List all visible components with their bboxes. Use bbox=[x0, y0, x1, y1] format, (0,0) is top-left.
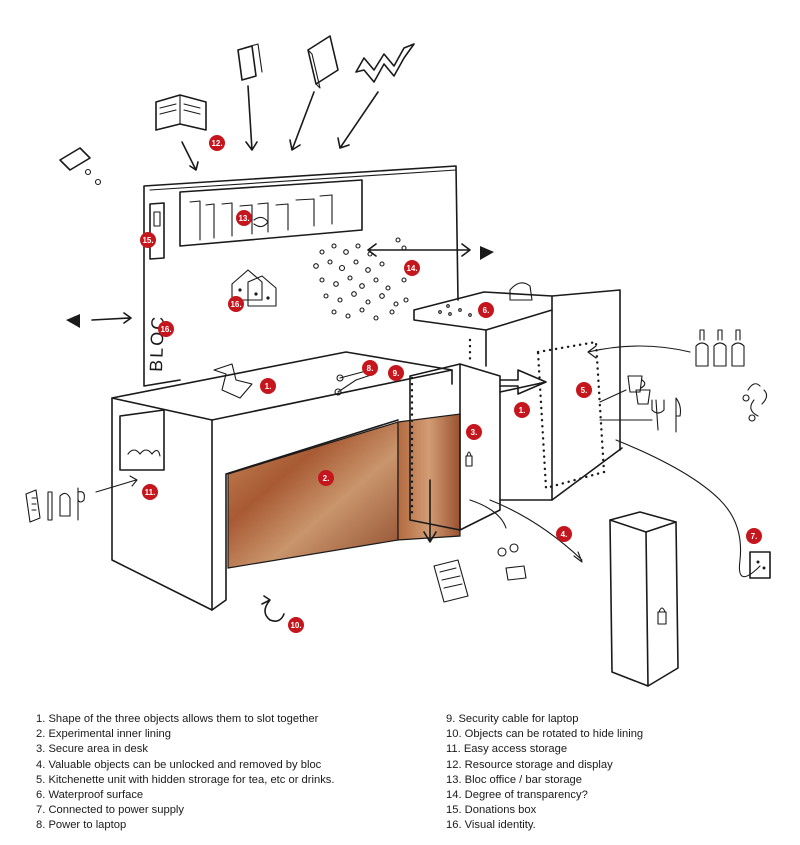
folded-map-icon bbox=[355, 43, 415, 83]
banknote-icon bbox=[59, 147, 102, 186]
svg-text:5.: 5. bbox=[581, 386, 588, 395]
svg-text:16.: 16. bbox=[230, 300, 241, 309]
documents-icon bbox=[433, 559, 469, 603]
svg-text:12.: 12. bbox=[211, 139, 222, 148]
marker-15: 15. bbox=[140, 232, 156, 248]
perforation-cluster bbox=[313, 237, 409, 321]
book-icon bbox=[155, 94, 207, 131]
svg-text:4.: 4. bbox=[561, 530, 568, 539]
marker-9: 9. bbox=[388, 365, 404, 381]
svg-text:9.: 9. bbox=[393, 369, 400, 378]
back-panel: BLOC bbox=[143, 165, 459, 387]
marker-12: 12. bbox=[209, 135, 225, 151]
arrow-mugs bbox=[599, 389, 627, 403]
furniture-sketch: BLOC bbox=[25, 35, 771, 687]
eye-icon-left bbox=[66, 314, 80, 328]
arrow-transparency bbox=[367, 243, 471, 257]
arrow-closed-book bbox=[289, 91, 315, 151]
legend-item-12: 12. Resource storage and display bbox=[446, 758, 613, 771]
arrow-leaflet bbox=[245, 85, 258, 151]
legend-item-16: 16. Visual identity. bbox=[446, 819, 536, 832]
legend-item-14: 14. Degree of transparency? bbox=[446, 789, 588, 802]
cutlery-icon bbox=[651, 397, 682, 433]
secure-locker bbox=[409, 363, 547, 543]
legend-left-column: 1. Shape of the three objects allows the… bbox=[36, 712, 335, 834]
svg-text:15.: 15. bbox=[142, 236, 153, 245]
legend-item-7: 7. Connected to power supply bbox=[36, 804, 185, 817]
main-desk bbox=[111, 351, 461, 611]
svg-text:10.: 10. bbox=[290, 621, 301, 630]
legend-item-4: 4. Valuable objects can be unlocked and … bbox=[36, 758, 322, 771]
legend-item-13: 13. Bloc office / bar storage bbox=[446, 773, 582, 786]
marker-11: 11. bbox=[142, 484, 158, 500]
stationery-icon bbox=[25, 487, 85, 523]
legend-item-5: 5. Kitchenette unit with hidden strorage… bbox=[36, 773, 335, 786]
closed-book-icon bbox=[307, 35, 339, 89]
marker-5: 5. bbox=[576, 382, 592, 398]
marker-16b: 16. bbox=[228, 296, 244, 312]
mugs-icon bbox=[627, 375, 651, 405]
marker-8: 8. bbox=[362, 360, 378, 376]
svg-text:3.: 3. bbox=[471, 428, 478, 437]
marker-7: 7. bbox=[746, 528, 762, 544]
cables-icon bbox=[742, 383, 768, 422]
svg-text:16.: 16. bbox=[160, 325, 171, 334]
legend-item-2: 2. Experimental inner lining bbox=[36, 728, 171, 741]
money-icon bbox=[497, 543, 527, 581]
arrow-map bbox=[337, 91, 379, 149]
legend-item-3: 3. Secure area in desk bbox=[36, 743, 148, 756]
svg-text:13.: 13. bbox=[238, 214, 249, 223]
arrow-storage bbox=[95, 475, 138, 493]
svg-text:2.: 2. bbox=[323, 474, 330, 483]
leaflet-icon bbox=[237, 43, 263, 81]
arrow-bottles bbox=[587, 345, 691, 359]
legend-item-8: 8. Power to laptop bbox=[36, 819, 127, 832]
marker-14: 14. bbox=[404, 260, 420, 276]
marker-13: 13. bbox=[236, 210, 252, 226]
power-socket-icon bbox=[749, 551, 771, 579]
legend-item-9: 9. Security cable for laptop bbox=[446, 713, 579, 725]
arrow-book bbox=[181, 141, 199, 171]
svg-text:6.: 6. bbox=[483, 306, 490, 315]
svg-text:7.: 7. bbox=[751, 532, 758, 541]
marker-10: 10. bbox=[288, 617, 304, 633]
marker-16a: 16. bbox=[158, 321, 174, 337]
marker-2: 2. bbox=[318, 470, 334, 486]
arrow-transparency-left bbox=[91, 312, 132, 324]
rotate-arrow bbox=[261, 595, 285, 622]
legend-item-1: 1. Shape of the three objects allows the… bbox=[36, 713, 319, 725]
arrow-valuables bbox=[489, 499, 583, 563]
kitchenette-unit bbox=[413, 282, 623, 501]
power-cable bbox=[615, 439, 761, 578]
legend-item-15: 15. Donations box bbox=[446, 804, 537, 817]
svg-text:14.: 14. bbox=[406, 264, 417, 273]
removable-box bbox=[609, 511, 679, 687]
legend-item-10: 10. Objects can be rotated to hide linin… bbox=[446, 728, 644, 741]
bottles-icon bbox=[695, 329, 745, 367]
legend-item-11: 11. Easy access storage bbox=[446, 743, 568, 756]
inner-lining bbox=[227, 421, 399, 569]
legend-right-column: 9. Security cable for laptop 10. Objects… bbox=[446, 712, 643, 834]
svg-text:1.: 1. bbox=[265, 382, 272, 391]
eye-icon-right bbox=[480, 246, 494, 260]
marker-3: 3. bbox=[466, 424, 482, 440]
marker-6: 6. bbox=[478, 302, 494, 318]
svg-text:1.: 1. bbox=[519, 406, 526, 415]
svg-text:8.: 8. bbox=[367, 364, 374, 373]
legend-item-6: 6. Waterproof surface bbox=[36, 789, 144, 802]
marker-4: 4. bbox=[556, 526, 572, 542]
marker-group: 1. 1. 2. 3. 4. 5. 6. 7. 8. 9. 10. 11. 12… bbox=[140, 135, 762, 633]
marker-1b: 1. bbox=[514, 402, 530, 418]
svg-text:11.: 11. bbox=[145, 488, 156, 497]
marker-1a: 1. bbox=[260, 378, 276, 394]
